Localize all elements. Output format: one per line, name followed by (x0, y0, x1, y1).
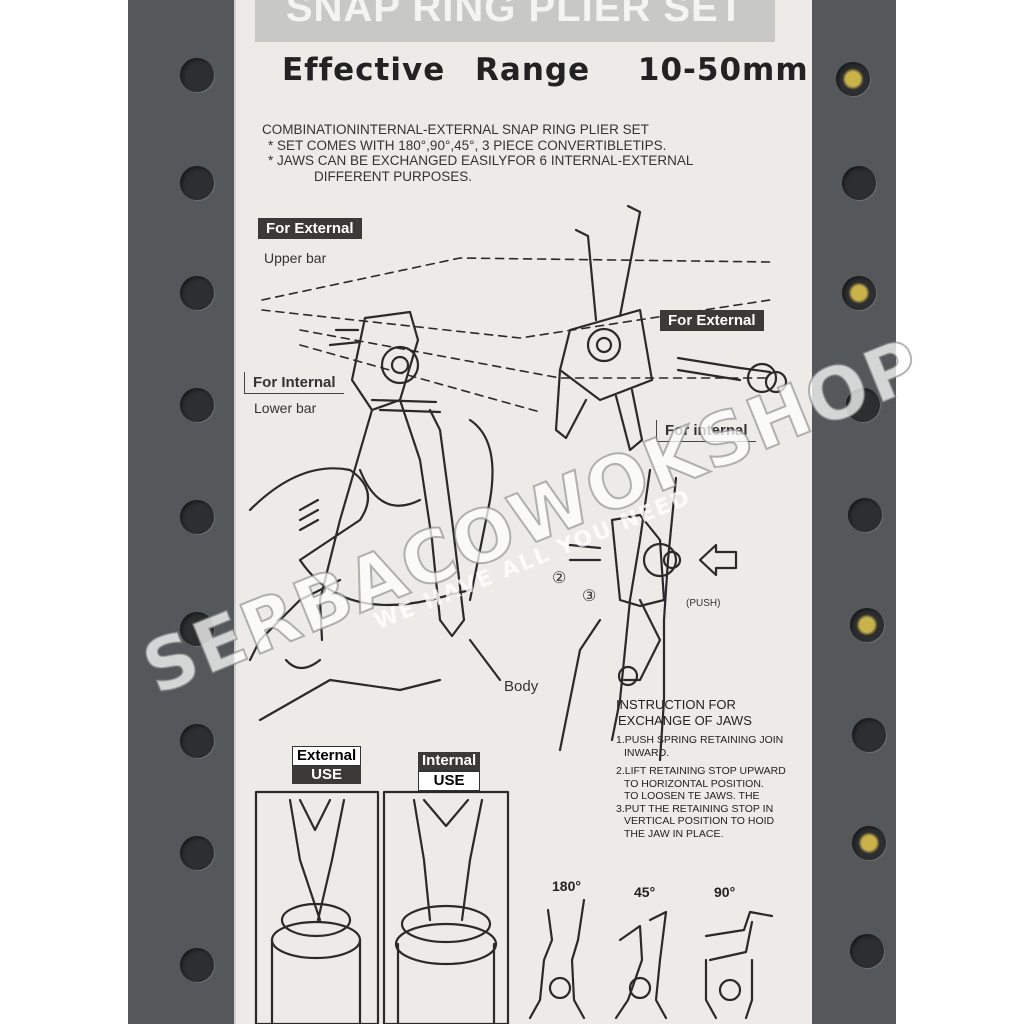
left-peg-holes (150, 0, 250, 1024)
product-card (234, 0, 812, 1024)
title-banner: SNAP RING PLIER SET (255, 0, 775, 42)
range-value: 10-50mm (637, 52, 809, 88)
peg-hole (850, 934, 884, 968)
description-line: * JAWS CAN BE EXCHANGED EASILYFOR 6 INTE… (268, 153, 694, 168)
instruction-step: VERTICAL POSITION TO HOID (624, 815, 775, 827)
step-3-marker: ③ (582, 588, 597, 605)
peg-hole (852, 718, 886, 752)
right-peg-holes (812, 0, 912, 1024)
peg-hole (180, 612, 214, 646)
body-label: Body (504, 678, 539, 695)
peg-hole (836, 62, 870, 96)
external-use-top: External (292, 746, 362, 766)
peg-hole (850, 608, 884, 642)
description-line: DIFFERENT PURPOSES. (314, 168, 473, 184)
peg-hole (842, 276, 876, 310)
tip-90-label: 90° (714, 884, 736, 900)
peg-hole (180, 724, 214, 758)
main-plier-drawing (248, 310, 502, 722)
instruction-step: INWARD. (624, 746, 670, 759)
peg-hole (180, 276, 214, 310)
tip-45-label: 45° (634, 884, 656, 900)
peg-hole (180, 948, 214, 982)
instruction-step: TO HORIZONTAL POSITION. (624, 777, 764, 790)
description-line: * SET COMES WITH 180°,90°,45°, 3 PIECE C… (268, 137, 667, 153)
push-label: (PUSH) (686, 598, 721, 609)
top-plier-drawing (554, 204, 788, 452)
instruction-step: 2.LIFT RETAINING STOP UPWARD (616, 765, 786, 777)
peg-hole (842, 166, 876, 200)
internal-use-top: Internal (418, 752, 481, 771)
internal-use-bottom: USE (418, 771, 481, 791)
effective-range: Effective Range 10-50mm (282, 52, 809, 88)
upper-bar-label: Upper bar (264, 250, 327, 266)
peg-hole (852, 826, 886, 860)
step-2-marker: ② (552, 570, 567, 587)
peg-hole (180, 166, 214, 200)
for-external-left-tag: For External (258, 218, 362, 239)
internal-use-tag: Internal USE (418, 752, 481, 791)
peg-hole (846, 388, 880, 422)
peg-hole (180, 388, 214, 422)
external-use-bottom: USE (292, 766, 362, 784)
instructions-title: EXCHANGE OF JAWS (618, 713, 752, 728)
tips-drawing (528, 898, 774, 1020)
instruction-step: THE JAW IN PLACE. (624, 827, 724, 840)
external-use-tag: External USE (292, 746, 362, 784)
instruction-step: 3.PUT THE RETAINING STOP IN (616, 802, 774, 815)
use-panels-drawing (254, 790, 510, 1024)
instructions-title: INSTRUCTION FOR (616, 697, 736, 712)
lower-bar-label: Lower bar (254, 400, 317, 416)
tip-180-label: 180° (552, 878, 581, 894)
for-internal-right-tag: For internal (656, 420, 756, 442)
range-word: Range (475, 52, 591, 88)
for-internal-left-tag: For Internal (244, 372, 344, 394)
banner-title: SNAP RING PLIER SET (285, 0, 745, 30)
peg-hole (848, 498, 882, 532)
instruction-step: 1.PUSH SPRING RETAINING JOIN (616, 734, 784, 746)
product-description: COMBINATIONINTERNAL-EXTERNAL SNAP RING P… (262, 122, 762, 184)
peg-hole (180, 836, 214, 870)
push-diagram-drawing (558, 468, 738, 762)
range-label: Effective (282, 52, 446, 88)
peg-hole (180, 500, 214, 534)
description-line: COMBINATIONINTERNAL-EXTERNAL SNAP RING P… (262, 122, 649, 137)
jaw-exchange-instructions: INSTRUCTION FOR EXCHANGE OF JAWS 1.PUSH … (616, 698, 816, 840)
for-external-right-tag: For External (660, 310, 764, 331)
instruction-step: TO LOOSEN TE JAWS. THE (624, 790, 760, 802)
peg-hole (180, 58, 214, 92)
